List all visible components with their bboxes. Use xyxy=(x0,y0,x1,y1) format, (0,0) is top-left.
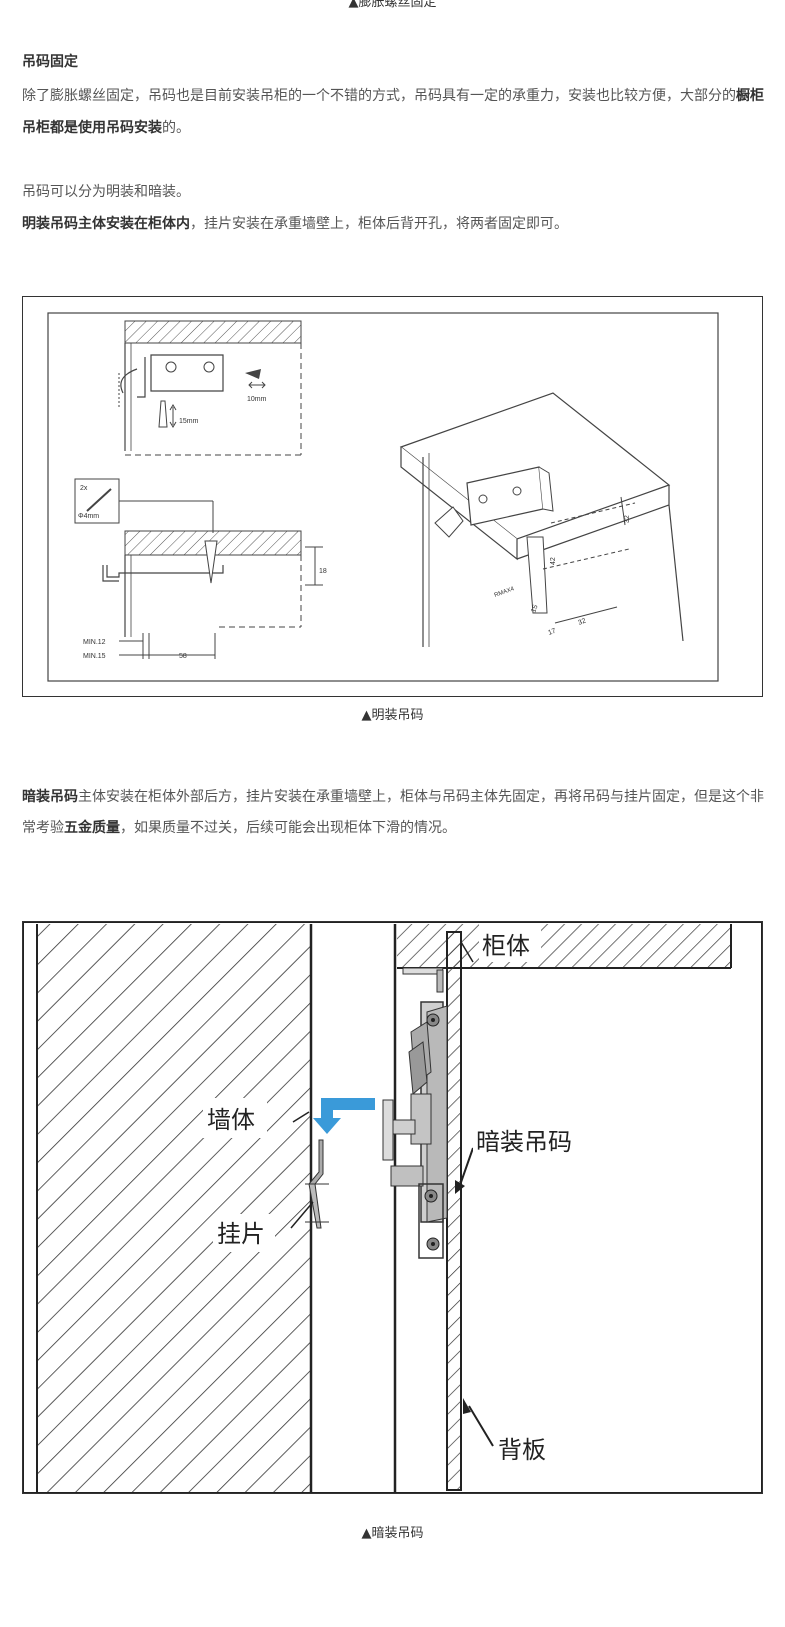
hidden-mount-bold: 暗装吊码 xyxy=(22,789,78,805)
wall-hatch xyxy=(37,924,311,1492)
dim-58: 58 xyxy=(179,653,187,660)
drawing-frame xyxy=(47,312,719,682)
hidden-mount-text-a: 主体安装在柜体外部后方，挂片安装在承重墙壁上，柜体与吊码主体先固定，再将吊码与挂… xyxy=(22,789,764,836)
paragraph-types: 吊码可以分为明装和暗装。 xyxy=(22,184,190,200)
dim-32b: 32 xyxy=(577,618,587,627)
hidden-mount-text-b: ，如果质量不过关，后续可能会出现柜体下滑的情况。 xyxy=(120,820,456,836)
label-hanger: 挂片 xyxy=(217,1220,265,1248)
label-back-panel: 背板 xyxy=(498,1436,546,1464)
cabinet-top-hatch xyxy=(124,320,302,344)
label-hidden-bracket: 暗装吊码 xyxy=(476,1128,572,1156)
dim-rmax: RMAX4 xyxy=(494,586,516,599)
dim-min15: MIN.15 xyxy=(83,653,106,660)
direction-arrow-icon xyxy=(313,1098,375,1134)
dim-17: 17 xyxy=(547,628,557,637)
label-cabinet: 柜体 xyxy=(482,932,530,960)
figure1-caption: ▲明装吊码 xyxy=(361,708,424,723)
top-caption: ▲膨胀螺丝固定 xyxy=(348,0,437,10)
figure-hidden-mount: 柜体 墙体 挂片 暗装吊码 背板 xyxy=(22,921,763,1494)
dim-min12: MIN.12 xyxy=(83,639,106,646)
dim-10mm: 10mm xyxy=(247,396,267,403)
intro-text-c: 的。 xyxy=(162,120,190,136)
intro-text-a: 除了膨胀螺丝固定，吊码也是目前安装吊柜的一个不错的方式，吊码具有一定的承重力，安… xyxy=(22,88,736,104)
section-title: 吊码固定 xyxy=(22,54,78,70)
screw-count: 2x xyxy=(80,485,88,492)
screwdriver-icon xyxy=(245,369,261,379)
dim-18: 18 xyxy=(319,568,327,575)
paragraph-visible-mount: 明装吊码主体安装在柜体内，挂片安装在承重墙壁上，柜体后背开孔，将两者固定即可。 xyxy=(22,208,772,240)
figure-visible-mount: 15mm 10mm 2x Φ4mm 18 MIN.12 MIN.15 58 xyxy=(22,296,763,697)
visible-mount-drawing: 15mm 10mm 2x Φ4mm 18 MIN.12 MIN.15 58 xyxy=(47,312,719,682)
hidden-mount-bold-quality: 五金质量 xyxy=(64,820,120,836)
bracket-plate xyxy=(150,354,224,392)
paragraph-hidden-mount: 暗装吊码主体安装在柜体外部后方，挂片安装在承重墙壁上，柜体与吊码主体先固定，再将… xyxy=(22,782,772,844)
paragraph-intro: 除了膨胀螺丝固定，吊码也是目前安装吊柜的一个不错的方式，吊码具有一定的承重力，安… xyxy=(22,80,772,144)
visible-mount-bold: 明装吊码主体安装在柜体内 xyxy=(22,216,190,232)
visible-mount-text: ，挂片安装在承重墙壁上，柜体后背开孔，将两者固定即可。 xyxy=(190,216,568,232)
dim-42: 42 xyxy=(550,557,557,565)
dim-15mm: 15mm xyxy=(179,418,199,425)
screw-diameter: Φ4mm xyxy=(78,513,99,520)
dim-15b: 15 xyxy=(530,604,539,614)
hidden-mount-drawing: 柜体 墙体 挂片 暗装吊码 背板 xyxy=(23,922,762,1493)
figure2-caption: ▲暗装吊码 xyxy=(361,1526,424,1541)
dim-32a: 32 xyxy=(624,515,631,523)
anchor-icon xyxy=(158,400,168,428)
intro-text-bold: 橱柜吊柜都是使用吊码安装 xyxy=(22,88,764,136)
screw-hole-icon xyxy=(165,361,177,373)
screw-hole-icon xyxy=(203,361,215,373)
label-wall: 墙体 xyxy=(207,1106,255,1134)
back-panel xyxy=(446,931,462,1491)
